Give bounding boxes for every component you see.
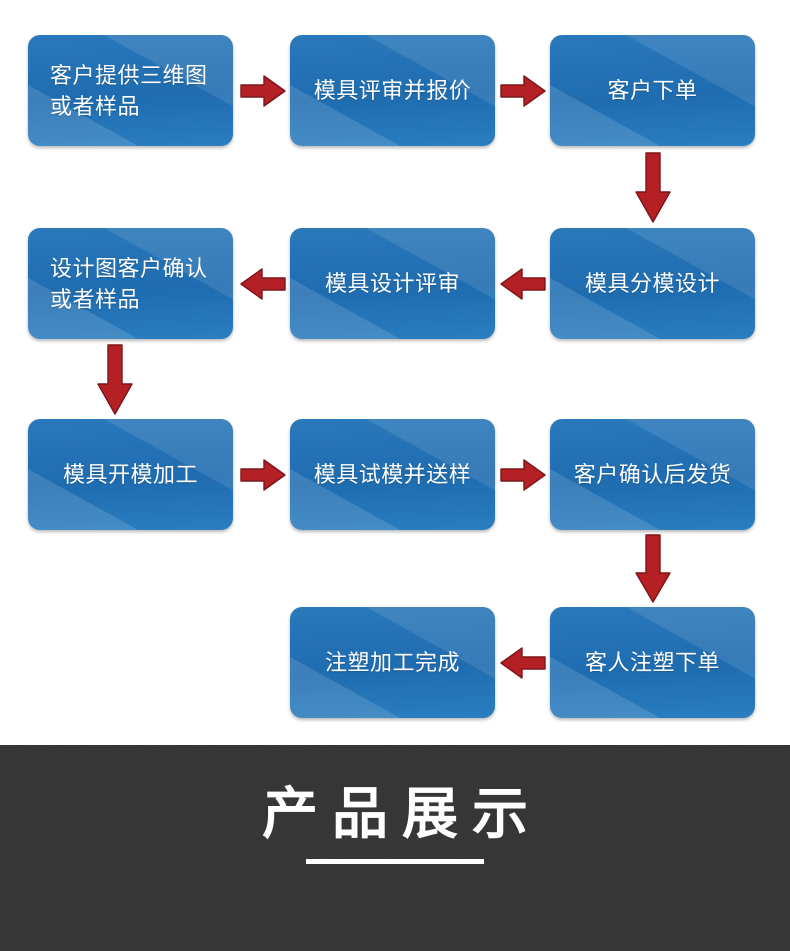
flow-box-mold-review-and-quote[interactable]: 模具评审并报价	[290, 35, 495, 146]
flow-box-ship-after-confirmation[interactable]: 客户确认后发货	[550, 419, 755, 530]
flow-box-label: 客户提供三维图 或者样品	[50, 62, 208, 119]
flow-box-label: 模具评审并报价	[313, 78, 472, 103]
flow-box-label: 模具开模加工	[62, 462, 198, 487]
flow-box-label: 设计图客户确认 或者样品	[50, 255, 208, 312]
arrow-left-icon	[240, 267, 286, 301]
product-showcase-banner: 产品展示	[0, 745, 790, 951]
flow-box-label: 模具试模并送样	[313, 462, 472, 487]
arrow-down-icon	[634, 534, 672, 604]
banner-title: 产品展示	[262, 782, 542, 845]
flow-box-label: 客户确认后发货	[573, 462, 732, 487]
flowchart-canvas: 客户提供三维图 或者样品 模具评审并报价 客户下单 设计图客户确认 或者样品 模…	[28, 35, 755, 718]
flow-box-customer-injection-order[interactable]: 客人注塑下单	[550, 607, 755, 718]
flow-box-label: 注塑加工完成	[324, 650, 460, 675]
arrow-down-icon	[634, 152, 672, 224]
flow-box-label: 客人注塑下单	[584, 650, 720, 675]
arrow-right-icon	[240, 74, 286, 108]
arrow-right-icon	[500, 74, 546, 108]
flow-box-mold-design-review[interactable]: 模具设计评审	[290, 228, 495, 339]
arrow-down-icon	[96, 344, 134, 416]
flow-box-label: 客户下单	[607, 78, 698, 103]
flow-box-customer-provides-3d-drawing[interactable]: 客户提供三维图 或者样品	[28, 35, 233, 146]
flow-box-mold-trial-and-sample[interactable]: 模具试模并送样	[290, 419, 495, 530]
flow-box-label: 模具设计评审	[324, 271, 460, 296]
flow-box-injection-molding-complete[interactable]: 注塑加工完成	[290, 607, 495, 718]
arrow-left-icon	[500, 646, 546, 680]
arrow-left-icon	[500, 267, 546, 301]
flow-box-design-confirmation[interactable]: 设计图客户确认 或者样品	[28, 228, 233, 339]
flow-box-label: 模具分模设计	[584, 271, 720, 296]
flow-box-mold-opening-machining[interactable]: 模具开模加工	[28, 419, 233, 530]
banner-noise-texture	[0, 745, 790, 951]
arrow-right-icon	[240, 458, 286, 492]
flow-box-customer-places-order[interactable]: 客户下单	[550, 35, 755, 146]
banner-content: 产品展示	[0, 745, 790, 951]
flow-box-mold-parting-design[interactable]: 模具分模设计	[550, 228, 755, 339]
arrow-right-icon	[500, 458, 546, 492]
banner-underline-rule	[306, 859, 484, 864]
